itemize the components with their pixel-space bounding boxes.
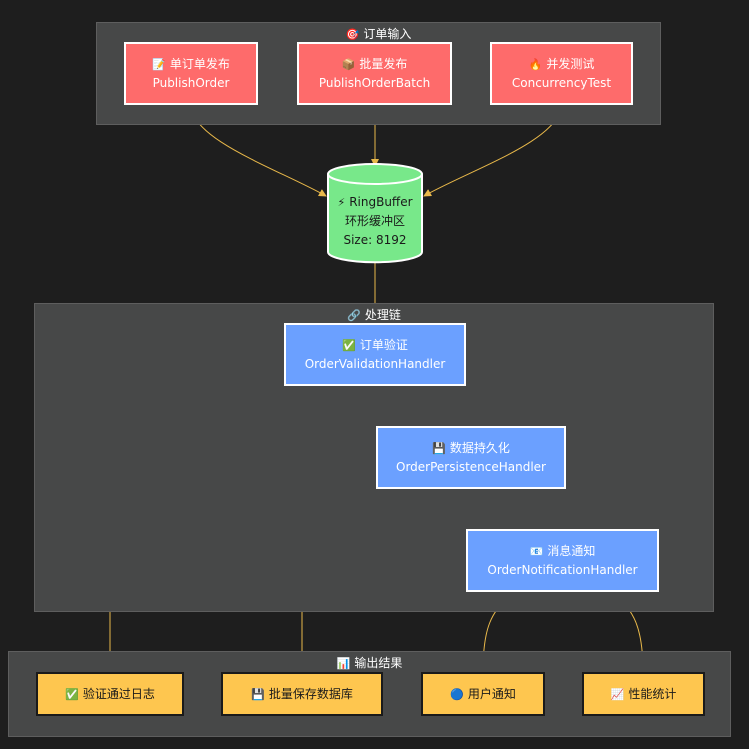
- node-order-notification-handler[interactable]: 📧消息通知 OrderNotificationHandler: [466, 529, 659, 592]
- node-output-batch-db[interactable]: 💾批量保存数据库: [221, 672, 383, 716]
- target-icon: 🎯: [345, 28, 360, 41]
- ringbuffer-cylinder[interactable]: [326, 163, 424, 265]
- node-label: 单订单发布: [169, 56, 230, 71]
- node-label: 用户通知: [467, 686, 516, 701]
- node-label: 订单验证: [359, 337, 408, 352]
- blue-circle-icon: 🔵: [450, 687, 464, 701]
- node-order-persistence-handler[interactable]: 💾数据持久化 OrderPersistenceHandler: [376, 426, 566, 489]
- node-label: 并发测试: [546, 56, 595, 71]
- node-order-validation-handler[interactable]: ✅订单验证 OrderValidationHandler: [284, 323, 466, 386]
- node-label: 性能统计: [628, 686, 677, 701]
- cluster-input-label: 订单输入: [363, 27, 412, 41]
- ringbuffer-subtitle: 环形缓冲区: [344, 214, 405, 228]
- chart-up-icon: 📈: [610, 687, 625, 701]
- cluster-title-chain: 🔗处理链: [35, 306, 713, 323]
- ringbuffer-size: Size: 8192: [343, 233, 407, 247]
- node-output-user-notify[interactable]: 🔵用户通知: [421, 672, 545, 716]
- email-icon: 📧: [529, 544, 544, 558]
- fire-icon: 🔥: [528, 57, 543, 71]
- node-label: 数据持久化: [449, 440, 510, 455]
- node-sublabel: OrderValidationHandler: [304, 356, 446, 371]
- node-label: 批量发布: [359, 56, 408, 71]
- package-icon: 📦: [341, 57, 356, 71]
- floppy-disk-icon: 💾: [432, 441, 446, 455]
- node-publish-order-batch[interactable]: 📦批量发布 PublishOrderBatch: [297, 42, 452, 105]
- ringbuffer-text: ⚡RingBuffer 环形缓冲区 Size: 8192: [326, 193, 424, 250]
- cluster-title-input: 🎯订单输入: [97, 25, 660, 42]
- node-sublabel: PublishOrder: [152, 75, 230, 90]
- node-output-performance-stats[interactable]: 📈性能统计: [582, 672, 705, 716]
- node-sublabel: ConcurrencyTest: [511, 75, 612, 90]
- bar-chart-icon: 📊: [336, 657, 351, 670]
- node-label: 验证通过日志: [82, 686, 155, 701]
- node-sublabel: OrderPersistenceHandler: [396, 459, 546, 474]
- ringbuffer-title: RingBuffer: [349, 195, 413, 209]
- node-label: 消息通知: [547, 543, 596, 558]
- node-output-validation-log[interactable]: ✅验证通过日志: [36, 672, 184, 716]
- cluster-chain-label: 处理链: [364, 308, 401, 322]
- cluster-output-label: 输出结果: [354, 656, 403, 670]
- node-label: 批量保存数据库: [268, 686, 353, 701]
- check-icon: ✅: [342, 338, 356, 352]
- lightning-icon: ⚡: [337, 196, 346, 209]
- memo-icon: 📝: [152, 57, 166, 71]
- link-icon: 🔗: [347, 309, 361, 322]
- node-publish-order[interactable]: 📝单订单发布 PublishOrder: [124, 42, 258, 105]
- floppy-disk-icon: 💾: [251, 687, 265, 701]
- node-sublabel: OrderNotificationHandler: [487, 562, 638, 577]
- node-sublabel: PublishOrderBatch: [318, 75, 431, 90]
- cluster-title-output: 📊输出结果: [9, 654, 730, 671]
- check-icon: ✅: [65, 687, 79, 701]
- node-concurrency-test[interactable]: 🔥并发测试 ConcurrencyTest: [490, 42, 633, 105]
